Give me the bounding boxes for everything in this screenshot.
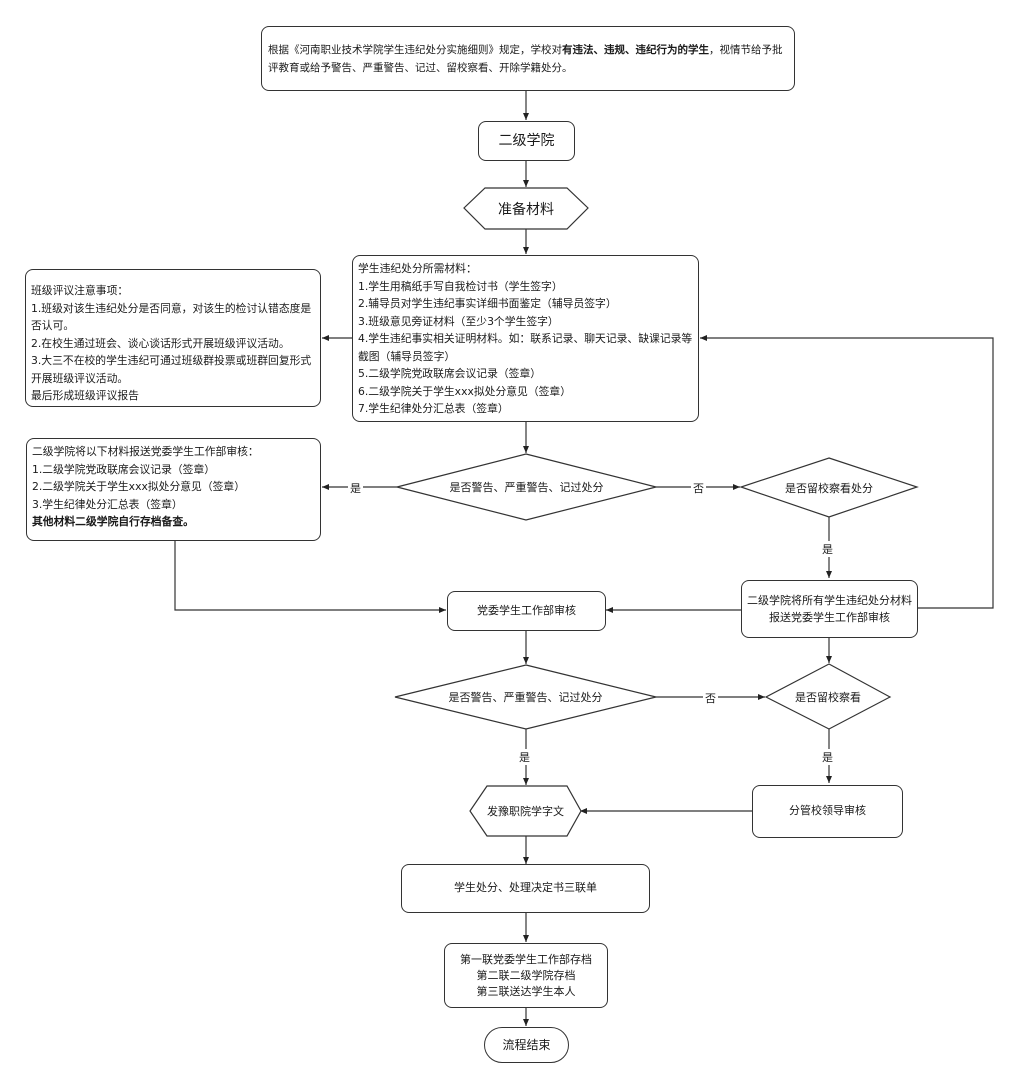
edge-label-yes: 是 [348, 480, 363, 496]
decision1-text: 是否警告、严重警告、记过处分 [449, 481, 604, 494]
materials-item: 3.班级意见旁证材料（至少3个学生签字） [358, 314, 559, 328]
issue-doc-hexagon [469, 785, 582, 837]
class-review-box: 班级评议注意事项： 1.班级对该生违纪处分是否同意，对该生的检讨认错态度是否认可… [25, 269, 321, 407]
prepare-hexagon [463, 187, 589, 230]
party-review-label: 党委学生工作部审核 [477, 603, 576, 617]
decision-form-label: 学生处分、处理决定书三联单 [454, 881, 597, 895]
materials-item: 7.学生纪律处分汇总表（签章） [358, 402, 509, 415]
intro-text-bold: 有违法、违规、违纪行为的学生 [562, 44, 709, 56]
intro-text-suffix: ，视情节给予批评教育或给予警告、严重警告、记过、留校察看、开除学籍处分。 [268, 44, 783, 74]
end-label: 流程结束 [502, 1037, 551, 1052]
prepare-text: 准备材料 [498, 201, 554, 218]
decision2-text: 是否留校察看处分 [785, 481, 873, 495]
submit-docs-item: 1.二级学院党政联席会议记录（签章） [32, 462, 216, 476]
issue-doc-label: 发豫职院学字文 [470, 786, 581, 836]
prepare-label: 准备材料 [464, 188, 588, 229]
decision3-label: 是否警告、严重警告、记过处分 [395, 665, 656, 729]
decision-form-node: 学生处分、处理决定书三联单 [401, 864, 650, 913]
decision3-text: 是否警告、严重警告、记过处分 [448, 691, 603, 704]
leader-review-node: 分管校领导审核 [752, 785, 903, 838]
edge-label-no: 否 [703, 690, 718, 706]
copy-item: 第三联送达学生本人 [476, 984, 576, 998]
class-review-title: 班级评议注意事项： [31, 284, 129, 297]
leader-review-label: 分管校领导审核 [789, 804, 866, 818]
submit-all-label: 二级学院将所有学生违纪处分材料报送党委学生工作部审核 [747, 594, 912, 624]
edge-label-no: 否 [691, 480, 706, 496]
materials-title: 学生违纪处分所需材料： [358, 262, 477, 275]
decision1-diamond [396, 453, 657, 521]
materials-item: 2.辅导员对学生违纪事实详细书面鉴定（辅导员签字） [358, 297, 617, 310]
edge-submitdocs-party [174, 541, 446, 613]
submit-docs-note: 其他材料二级学院自行存档备查。 [32, 515, 194, 528]
decision4-text: 是否留校察看 [795, 690, 861, 704]
decision2-diamond [739, 457, 919, 518]
materials-box: 学生违纪处分所需材料： 1.学生用稿纸手写自我检讨书（学生签字） 2.辅导员对学… [352, 255, 699, 422]
end-node: 流程结束 [484, 1027, 569, 1063]
copy-item: 第一联党委学生工作部存档 [460, 952, 592, 966]
submit-docs-item: 3.学生纪律处分汇总表（签章） [32, 497, 183, 511]
party-review-node: 党委学生工作部审核 [447, 591, 606, 631]
class-review-item: 2.在校生通过班会、谈心谈话形式开展班级评议活动。 [31, 336, 290, 350]
decision4-label: 是否留校察看 [766, 664, 890, 729]
decision3-diamond [394, 664, 657, 730]
decision2-label: 是否留校察看处分 [741, 458, 917, 517]
issue-doc-text: 发豫职院学字文 [487, 805, 564, 818]
class-review-item: 最后形成班级评议报告 [31, 389, 139, 402]
edge-label-yes: 是 [517, 749, 532, 765]
intro-box: 根据《河南职业技术学院学生违纪处分实施细则》规定，学校对有违法、违规、违纪行为的… [261, 26, 795, 91]
intro-text-prefix: 根据《河南职业技术学院学生违纪处分实施细则》规定，学校对 [268, 44, 562, 56]
submit-docs-box: 二级学院将以下材料报送党委学生工作部审核： 1.二级学院党政联席会议记录（签章）… [26, 438, 321, 541]
edge-label-yes: 是 [820, 541, 835, 557]
materials-item: 4.学生违纪事实相关证明材料。如：联系记录、聊天记录、缺课记录等截图（辅导员签字… [358, 332, 693, 363]
materials-item: 6.二级学院关于学生xxx拟处分意见（签章） [358, 384, 572, 398]
copies-node: 第一联党委学生工作部存档 第二联二级学院存档 第三联送达学生本人 [444, 943, 608, 1008]
submit-docs-title: 二级学院将以下材料报送党委学生工作部审核： [32, 445, 259, 458]
edge-submitall-loop [700, 335, 994, 609]
decision1-label: 是否警告、严重警告、记过处分 [397, 454, 656, 520]
copy-item: 第二联二级学院存档 [476, 968, 576, 982]
college-node: 二级学院 [478, 121, 575, 161]
class-review-item: 3.大三不在校的学生违纪可通过班级群投票或班群回复形式开展班级评议活动。 [31, 354, 312, 385]
decision4-diamond [764, 663, 892, 730]
college-label: 二级学院 [498, 132, 555, 149]
class-review-item: 1.班级对该生违纪处分是否同意，对该生的检讨认错态度是否认可。 [31, 301, 312, 333]
materials-item: 1.学生用稿纸手写自我检讨书（学生签字） [358, 279, 563, 293]
submit-all-node: 二级学院将所有学生违纪处分材料报送党委学生工作部审核 [741, 580, 918, 638]
edge-label-yes: 是 [820, 749, 835, 765]
materials-item: 5.二级学院党政联席会议记录（签章） [358, 367, 542, 380]
submit-docs-item: 2.二级学院关于学生xxx拟处分意见（签章） [32, 480, 246, 493]
